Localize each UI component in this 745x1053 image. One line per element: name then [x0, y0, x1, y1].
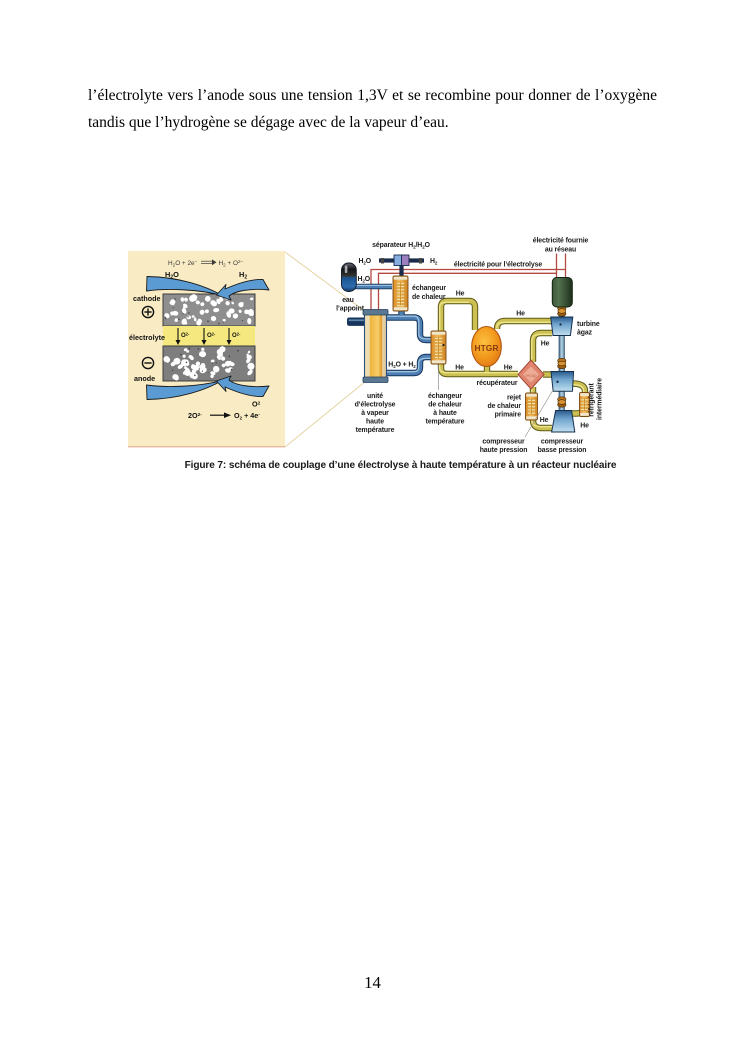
svg-text:de chaleur: de chaleur	[488, 403, 522, 410]
svg-text:turbine: turbine	[577, 321, 600, 328]
svg-text:O2 + 4e-: O2 + 4e-	[234, 411, 260, 420]
svg-text:primaire: primaire	[495, 412, 522, 419]
svg-text:au réseau: au réseau	[545, 247, 576, 254]
svg-text:He: He	[541, 341, 550, 348]
svg-text:à vapeur: à vapeur	[361, 410, 389, 417]
svg-text:électricité fournie: électricité fournie	[533, 238, 589, 245]
svg-text:He: He	[504, 365, 513, 372]
svg-text:l’appoint: l’appoint	[336, 306, 365, 313]
svg-text:He: He	[580, 423, 589, 430]
svg-text:compresseur: compresseur	[482, 439, 525, 446]
svg-text:basse pression: basse pression	[538, 447, 587, 454]
svg-text:àgaz: àgaz	[577, 330, 593, 337]
svg-text:à haute: à haute	[433, 410, 457, 417]
svg-text:He: He	[455, 365, 464, 372]
svg-text:H2: H2	[430, 258, 438, 265]
svg-text:échangeur: échangeur	[428, 393, 462, 400]
svg-text:2O2-: 2O2-	[188, 411, 202, 420]
svg-text:H2O: H2O	[358, 258, 371, 265]
svg-text:échangeur: échangeur	[412, 285, 446, 292]
svg-text:intermédiaire: intermédiaire	[597, 378, 604, 420]
svg-text:He: He	[456, 291, 465, 298]
svg-text:unité: unité	[367, 393, 383, 400]
svg-text:rejet: rejet	[507, 395, 522, 402]
svg-text:eau: eau	[342, 297, 354, 304]
svg-text:température: température	[426, 419, 465, 426]
svg-text:HTGR: HTGR	[475, 343, 500, 353]
svg-text:O2: O2	[252, 400, 261, 409]
svg-text:de chaleur: de chaleur	[428, 402, 462, 409]
svg-text:électrolyte: électrolyte	[129, 333, 165, 342]
svg-text:O2-: O2-	[181, 331, 190, 339]
svg-text:réfrigérant: réfrigérant	[589, 383, 596, 417]
svg-text:haute: haute	[366, 419, 384, 426]
svg-text:He: He	[540, 417, 549, 424]
svg-text:température: température	[356, 427, 395, 434]
svg-text:H2O + H2: H2O + H2	[388, 362, 416, 369]
svg-text:H2O: H2O	[165, 270, 179, 280]
svg-text:H2O: H2O	[357, 276, 370, 283]
svg-text:d’électrolyse: d’électrolyse	[355, 402, 396, 409]
svg-text:cathode: cathode	[133, 294, 161, 303]
svg-text:He: He	[516, 311, 525, 318]
svg-text:anode: anode	[134, 374, 155, 383]
svg-text:recup: recup	[525, 373, 537, 378]
svg-text:O2-: O2-	[232, 331, 241, 339]
svg-text:H2: H2	[239, 270, 247, 280]
svg-text:électricité pour l’électrolyse: électricité pour l’électrolyse	[454, 262, 542, 269]
svg-text:séparateur H2/H2O: séparateur H2/H2O	[372, 242, 430, 249]
svg-text:de chaleur: de chaleur	[412, 294, 446, 301]
svg-text:récupérateur: récupérateur	[477, 380, 518, 387]
svg-text:O2-: O2-	[207, 331, 216, 339]
svg-text:H2O + 2e−: H2O + 2e−	[168, 259, 198, 268]
svg-text:compresseur: compresseur	[541, 439, 584, 446]
svg-text:H2 + O2−: H2 + O2−	[219, 259, 244, 268]
svg-text:haute pression: haute pression	[480, 447, 528, 454]
